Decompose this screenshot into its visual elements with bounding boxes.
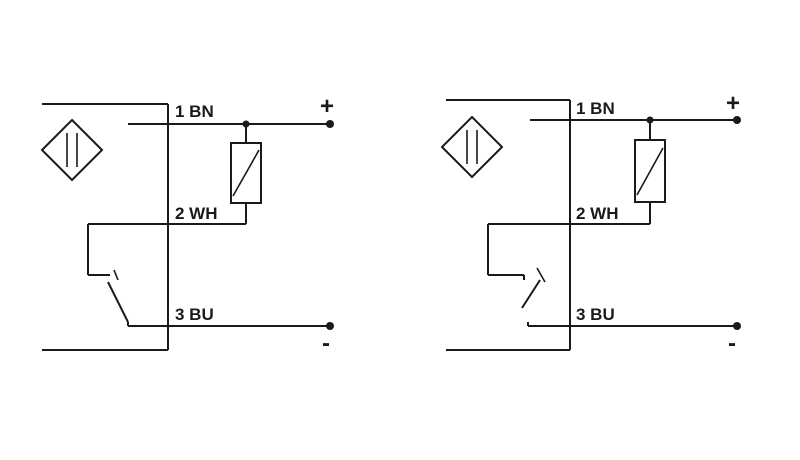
terminal-negative (733, 322, 741, 330)
terminal-negative (326, 322, 334, 330)
wiring-diagram-left: 1 BN 2 WH 3 BU + - (40, 93, 334, 357)
switch-contact-nc (487, 224, 546, 326)
switch-contact-no (87, 224, 129, 326)
pin-label-1: 1 BN (175, 102, 214, 121)
sensor-housing (42, 103, 169, 351)
positive-sign: + (726, 90, 740, 117)
load-resistor (230, 124, 262, 224)
pin-label-2: 2 WH (175, 204, 218, 223)
load-resistor (634, 120, 666, 224)
positive-sign: + (320, 93, 334, 120)
terminal-positive (733, 116, 741, 124)
negative-sign: - (322, 330, 330, 357)
inductive-sensor-icon (40, 118, 104, 182)
pin-label-3: 3 BU (576, 305, 615, 324)
negative-sign: - (728, 330, 736, 357)
terminal-positive (326, 120, 334, 128)
pin-label-3: 3 BU (175, 305, 214, 324)
pin-label-1: 1 BN (576, 99, 615, 118)
wiring-diagram-right: 1 BN 2 WH 3 BU + - (440, 90, 741, 357)
pin-label-2: 2 WH (576, 204, 619, 223)
inductive-sensor-icon (440, 115, 504, 179)
